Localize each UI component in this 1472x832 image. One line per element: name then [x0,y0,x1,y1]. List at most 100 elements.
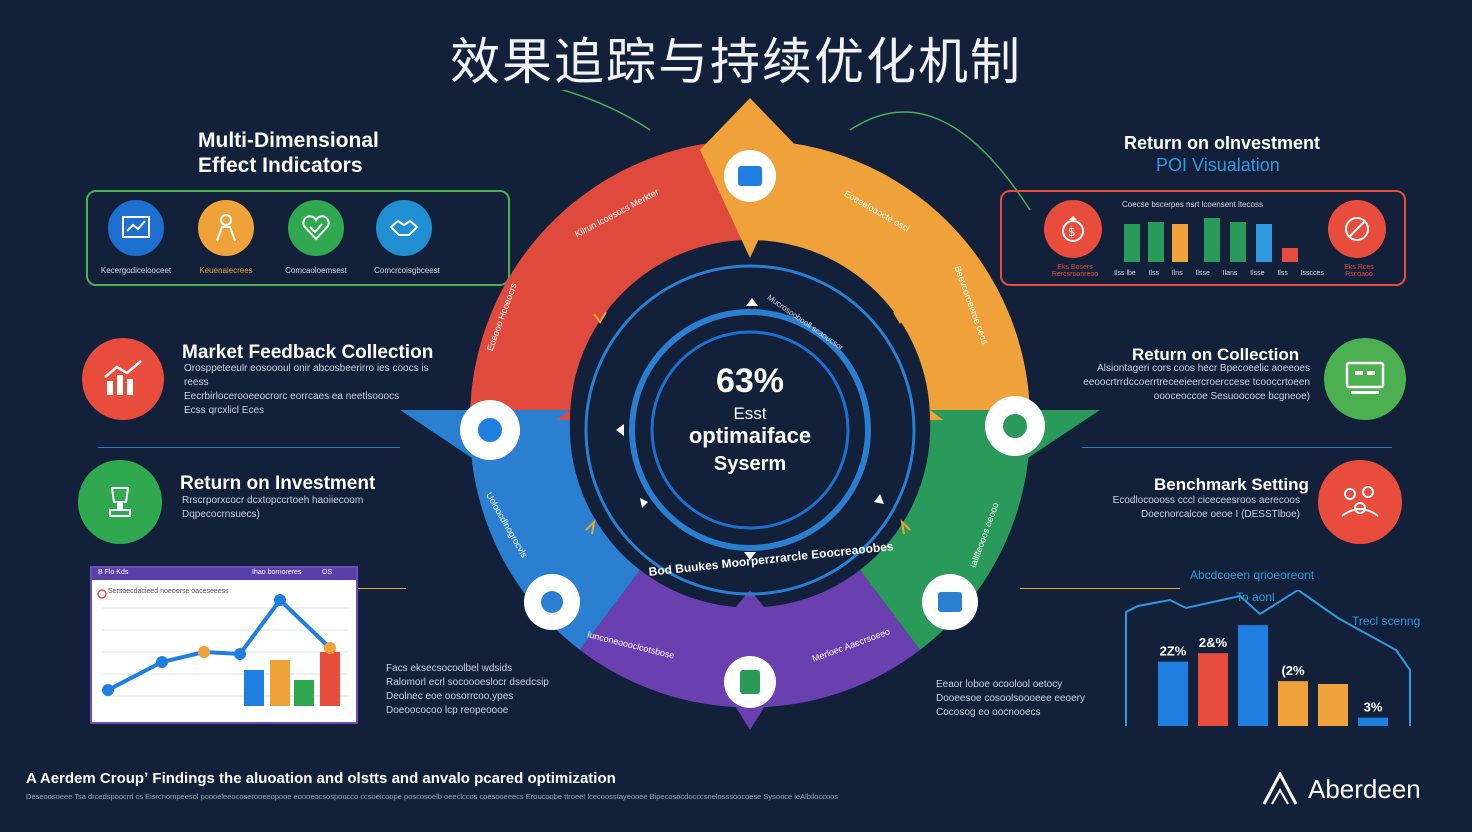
roi-viz-bar-labels: Ilss lbe Ilss Ilns Ilsse Ilans Ilsse Ils… [1114,270,1324,277]
node-bottom-left [524,574,580,630]
bar-3 [1238,625,1268,726]
note-left-4: Doeoococoo lcp reopeoooe [386,705,509,716]
roi-viz-left-caption: Eks Bosers Rercsroonreoo [1051,264,1099,278]
indicator-label-2: Keuenaiecrees [199,266,253,275]
bar-label-6: 3% [1364,700,1383,715]
mini-line [107,596,332,692]
mini-chart-header-num: OS [322,569,333,576]
aberdeen-logo-icon [1262,772,1298,805]
roi-viz-bar-label-5: Ilans [1222,270,1238,277]
market-feedback-desc-2: Eecrbirlocerooeeocrorc eorrcaes ea neetl… [184,391,400,402]
divider-left [98,447,400,448]
roi-viz-bar-label-1: Ilss lbe [1114,270,1136,277]
indicators-title: Multi-Dimensional Effect Indicators [198,128,379,178]
bar-4 [1278,681,1308,726]
roi-left-desc-2: Dqpecocrnsuecs) [182,509,260,520]
footer-subtitle: Deseoosoeee Tsa drcedspoocrrl cs Eisrcno… [26,792,839,801]
market-feedback-desc-3: Ecss qrcxlicl Eces [184,405,265,416]
mini-line-chart: B Flo Kds Ihao bornoreres OS Sersoecdaci… [90,566,358,724]
bar-label-2: 2&% [1199,635,1228,650]
benchmark-desc: Ecodlocoooss cccl ciceceesroos aerecoos … [1100,494,1300,522]
person-icon[interactable] [198,200,254,256]
divider-right [1082,447,1392,448]
indicators-panel: Kecergodicelooceet Keuenaiecrees Comcaol… [86,190,510,286]
connector-note-left [358,588,406,589]
bar-label-4: (2% [1281,663,1305,678]
inner-ring-inner [650,330,850,530]
roi-left-title: Return on Investment [180,473,376,494]
indicator-label-3: Comcaoloemsest [285,266,347,275]
monitor-icon [1324,338,1406,420]
note-right-1: Eeaor loboe ocoolool oetocy [936,679,1063,690]
bar-1 [1158,661,1188,726]
connector-top-left [560,90,651,131]
roc-desc-2: eeoocrtrrdccoerrtreceeieercroerccese tco… [1083,377,1310,388]
roi-viz-bar-label-6: Ilsse [1250,270,1265,277]
roi-viz-chart-title: Coecse bscerpes nsrt lcoensent ltecoss [1122,200,1263,209]
indicator-label-4: Comcrcoisgbceest [374,266,440,275]
node-bottom [724,656,776,708]
bar-5 [1318,684,1348,726]
market-feedback-title: Market Feedback Collection [182,342,434,363]
team-icon [1318,460,1402,544]
segment-green [860,420,1031,650]
heart-check-icon[interactable] [288,200,344,256]
mini-chart-svg [97,589,348,706]
brand[interactable]: Aberdeen [1262,772,1421,806]
roi-viz-bar-label-4: Ilsse [1195,270,1210,277]
connector-top-right [849,111,1031,211]
roc-title: Return on Collection [1132,345,1300,364]
money-bag-icon[interactable]: $ [1044,200,1102,258]
target-icon[interactable] [1328,200,1386,258]
bar-chart-trend-label: Trecl scenng [1352,614,1421,628]
roi-viz-right-caption: Eks Rces Rscoaoo [1344,264,1374,278]
benchmark-desc-2: Doecnorcalcoe oeoe I (DESSTlboe) [1141,509,1300,520]
roi-viz-bar-label-7: Ilss [1277,270,1288,277]
indicator-label-1: Kecergodicelooceet [100,266,172,275]
cycle-wheel [400,90,1100,730]
indicators-title-line2: Effect Indicators [198,154,363,177]
roi-viz-bars [1122,218,1312,262]
mini-bar-3 [294,680,314,706]
node-bottom-right [922,574,978,630]
brand-name: Aberdeen [1308,773,1421,804]
svg-text:$: $ [1068,225,1076,239]
roi-viz-panel: $ Coecse bscerpes nsrt lcoensent ltecoss… [1000,190,1406,286]
factory-chart-icon [82,338,164,420]
dashboard-icon[interactable] [108,200,164,256]
benchmark-desc-1: Ecodlocoooss cccl ciceceesroos aerecoos [1112,495,1300,506]
center-line1: Esst [733,404,767,423]
roi-viz-bar-label-2: Ilss [1148,270,1160,277]
bar-chart: 2Z%2&%(2%3% [1125,590,1411,726]
note-right-2: Dooeesoe cosoolsoooeee eeoery [936,693,1085,704]
inner-ring-outer [584,264,916,596]
mini-bar-2 [270,660,290,706]
connector-note-right [1020,588,1180,589]
note-left-2: Ralomorl ecrl socoooeslocr dsedcsip [386,677,549,688]
footer-title: A Aerdem Croupʼ Findings the aluoation a… [26,770,616,787]
node-right [985,396,1045,456]
mini-chart-header-right: Ihao bornoreres [252,569,302,576]
handshake-icon[interactable] [376,200,432,256]
segment-red [470,140,750,420]
node-left [460,400,520,460]
segment-orange [750,140,1030,420]
roi-viz-bar-label-8: Isscces [1300,270,1324,277]
center-percent: 63% [715,362,785,400]
market-feedback-desc-1: Orosppeteeulr eosoooul onir abcosbeerirr… [184,363,429,388]
roi-viz-title-line1: Return on oInvestment [1124,133,1321,153]
roi-left-desc-1: Rrscrporxcocr dcxtopccrtoeh haoiiecoom [182,495,364,506]
mini-chart-header-left: B Flo Kds [98,569,129,576]
segment-blue [469,420,640,650]
bar-chart-outline [1125,590,1411,726]
page-title: 效果追踪与持续优化机制 [450,33,1022,91]
roi-viz-title: Return on oInvestment POI Visualation [1124,132,1320,176]
note-right: Eeaor loboe ocoolool oetocy Dooeesoe cos… [936,678,1126,720]
roi-viz-title-line2: POI Visualation [1156,155,1280,175]
center-line2: optimaiface [688,423,812,448]
bar-chart-annotation: Abcdcoeen qrioeoreont [1190,568,1315,582]
indicators-title-line1: Multi-Dimensional [198,129,379,152]
note-right-3: Cocosog eo oocnooecs [936,707,1041,718]
mini-bar-1 [244,670,264,706]
market-feedback-desc: Orosppeteeulr eosoooul onir abcosbeerirr… [184,362,444,418]
